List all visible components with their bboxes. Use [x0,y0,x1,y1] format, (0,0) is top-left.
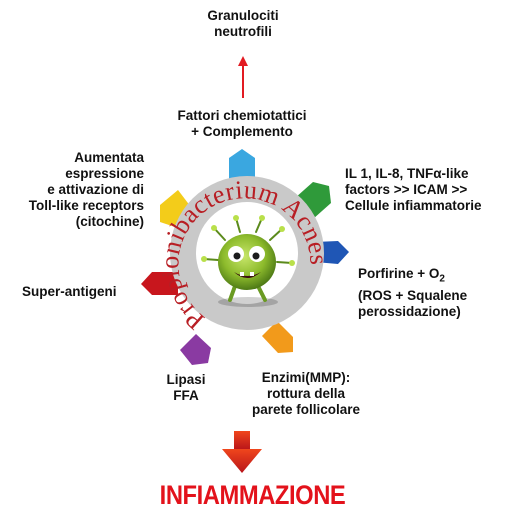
label-chemotactic-factors: Fattori chemiotattici + Complemento [177,108,307,139]
petal-cytokines [295,182,331,219]
label-porphyrins: Porfirine + O2 (ROS + Squalene perossida… [358,266,468,319]
petal-enzymes [262,321,293,353]
petal-chemotactic [229,149,255,182]
label-toll-like-receptors: Aumentata espressione e attivazione di T… [28,150,144,229]
petal-superantigens [141,272,178,295]
label-granulocytes: Granulociti neutrofili [207,8,279,39]
up-arrow [238,56,248,98]
label-enzymes: Enzimi(MMP): rottura della parete follic… [251,370,361,417]
outcome-label: INFIAMMAZIONE [159,480,346,510]
label-cytokines: IL 1, IL-8, TNFα-like factors >> ICAM >>… [345,166,482,213]
petal-lipases [180,334,211,365]
outcome-arrow [222,431,262,473]
label-lipases: Lipasi FFA [166,372,206,403]
bacterium-illustration [201,215,295,307]
label-superantigens: Super-antigeni [22,284,117,299]
